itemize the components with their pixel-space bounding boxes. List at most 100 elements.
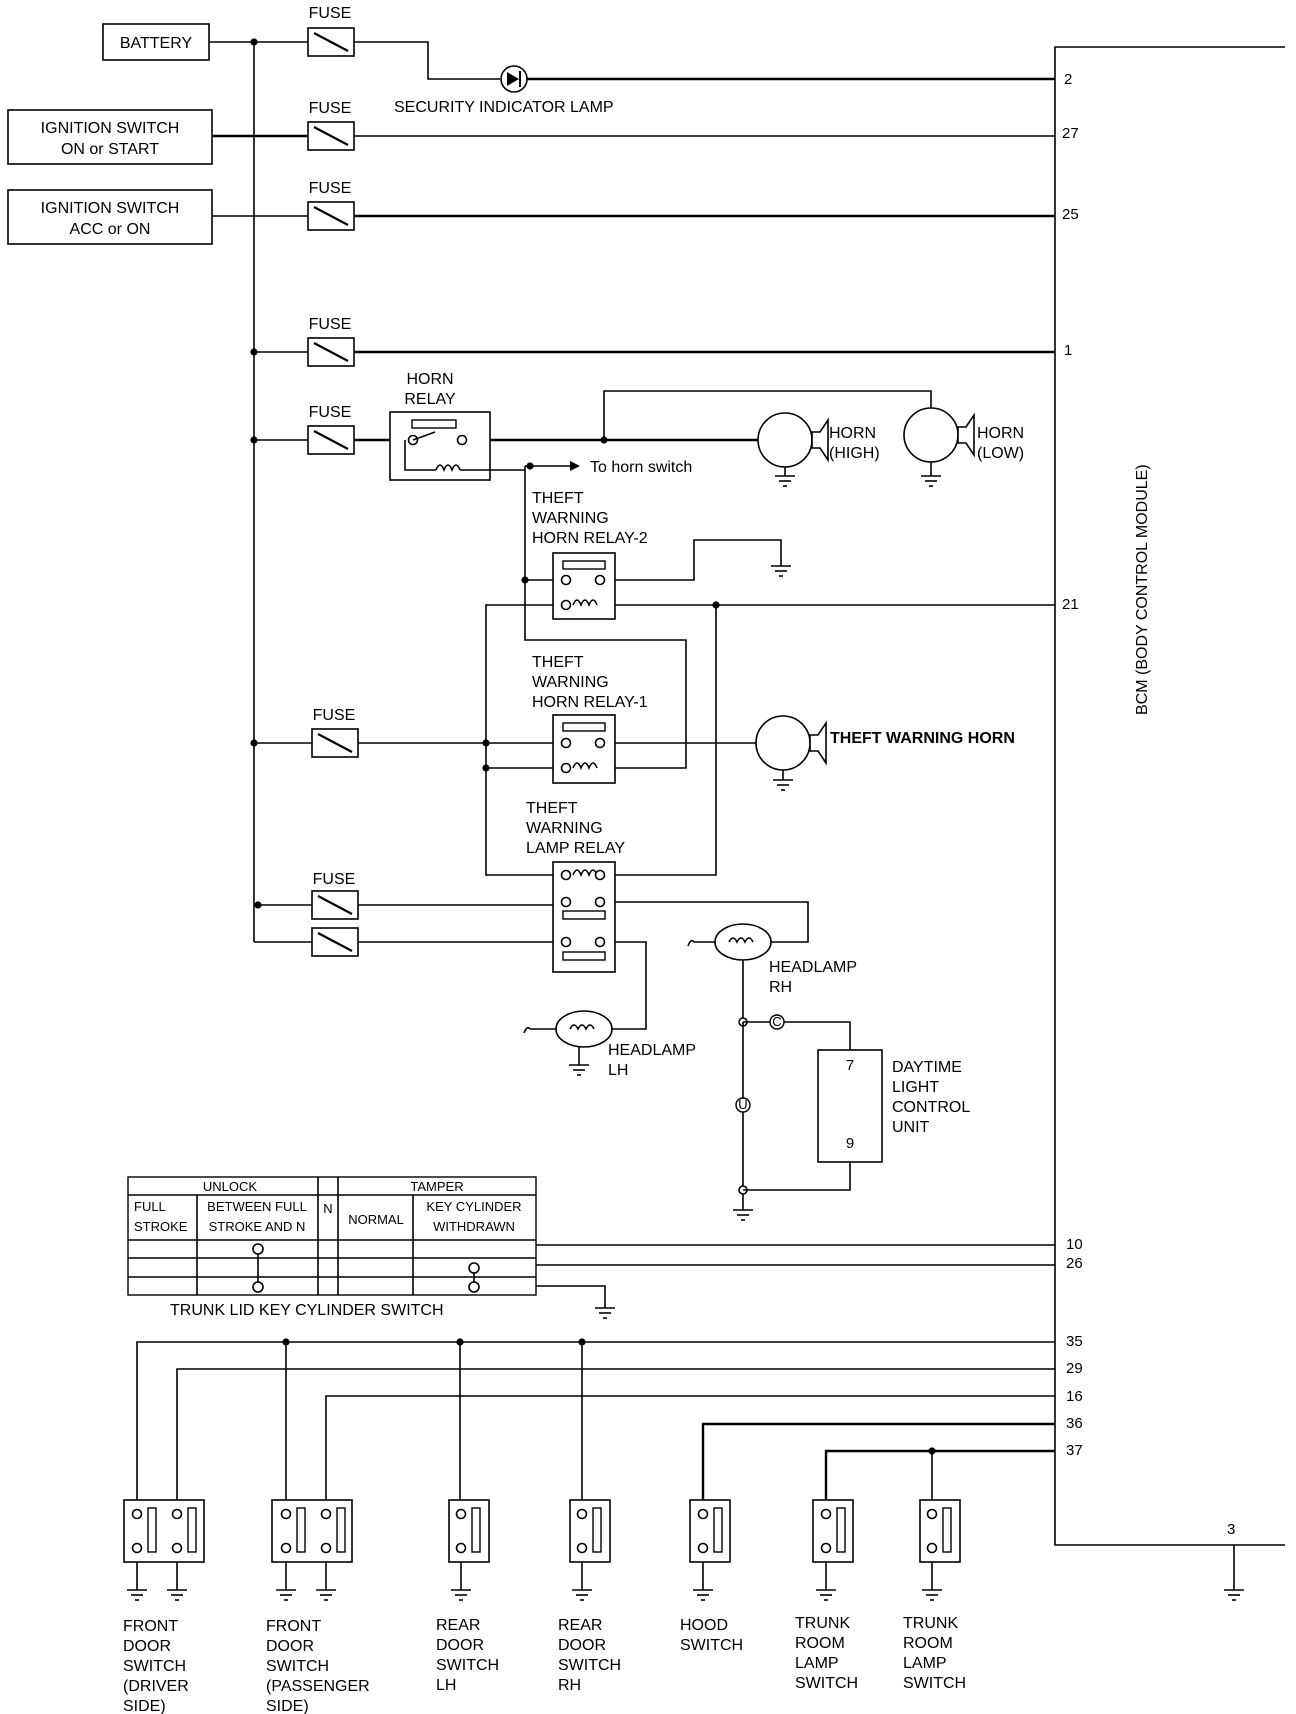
- svg-text:(PASSENGER: (PASSENGER: [266, 1678, 370, 1695]
- security-lamp-circuit: SECURITY INDICATOR LAMP: [354, 41, 1055, 116]
- battery-box: BATTERY: [102, 23, 210, 61]
- svg-text:WARNING: WARNING: [532, 674, 609, 691]
- svg-text:(HIGH): (HIGH): [829, 445, 880, 462]
- daytime-light-control-unit: 7 9 DAYTIME LIGHT CONTROL UNIT: [817, 1049, 970, 1163]
- svg-text:DOOR: DOOR: [123, 1638, 171, 1655]
- svg-text:(DRIVER: (DRIVER: [123, 1678, 189, 1695]
- bcm-pin-3: 3: [1227, 1521, 1235, 1538]
- fuse-7-circuit: FUSE: [258, 871, 809, 943]
- svg-text:SWITCH: SWITCH: [266, 1658, 329, 1675]
- ignition-switch-acc-on-box: IGNITION SWITCH ACC or ON: [7, 189, 213, 245]
- security-indicator-lamp-label: SECURITY INDICATOR LAMP: [394, 99, 614, 116]
- trunk-lid-key-cylinder-switch: UNLOCK N TAMPER FULL STROKE BETWEEN FULL…: [127, 1176, 1055, 1319]
- bcm-body-control-module: BCM (BODY CONTROL MODULE) 2 27 25 1 21 1…: [1054, 46, 1285, 1601]
- svg-text:RH: RH: [558, 1677, 581, 1694]
- theft-warning-lamp-relay: THEFT WARNING LAMP RELAY: [526, 800, 625, 973]
- battery-bus: [209, 38, 312, 943]
- svg-text:LH: LH: [608, 1062, 628, 1079]
- svg-text:To horn switch: To horn switch: [590, 459, 692, 476]
- svg-text:FULL: FULL: [134, 1199, 166, 1214]
- svg-text:(LOW): (LOW): [977, 445, 1024, 462]
- svg-text:FUSE: FUSE: [313, 707, 356, 724]
- svg-text:ON or START: ON or START: [61, 141, 159, 158]
- horn-low: HORN (LOW): [903, 407, 1024, 487]
- svg-text:HORN: HORN: [977, 425, 1024, 442]
- svg-text:BCM (BODY CONTROL MODULE): BCM (BODY CONTROL MODULE): [1134, 464, 1151, 715]
- svg-text:TRUNK: TRUNK: [903, 1615, 958, 1632]
- svg-text:DOOR: DOOR: [266, 1638, 314, 1655]
- rear-door-switch-rh: REAR DOOR SWITCH RH: [558, 1499, 621, 1694]
- fuse-4-circuit: FUSE: [254, 316, 1055, 368]
- svg-text:STROKE: STROKE: [134, 1219, 188, 1234]
- svg-text:9: 9: [846, 1135, 854, 1152]
- svg-text:HORN RELAY-1: HORN RELAY-1: [532, 694, 648, 711]
- switch-wires: [136, 1338, 1055, 1510]
- bcm-pin-37: 37: [1066, 1442, 1083, 1459]
- bcm-pin-2: 2: [1064, 71, 1072, 88]
- svg-text:7: 7: [846, 1057, 854, 1074]
- svg-text:FRONT: FRONT: [266, 1618, 321, 1635]
- svg-text:U: U: [738, 1097, 747, 1112]
- bcm-pin-27: 27: [1062, 125, 1079, 142]
- horn-circuit: FUSE: [254, 390, 932, 456]
- svg-text:NORMAL: NORMAL: [348, 1212, 404, 1227]
- svg-text:HORN: HORN: [406, 371, 453, 388]
- svg-text:WARNING: WARNING: [532, 510, 609, 527]
- svg-text:ROOM: ROOM: [903, 1635, 953, 1652]
- svg-text:FUSE: FUSE: [309, 404, 352, 421]
- svg-text:HORN: HORN: [829, 425, 876, 442]
- svg-text:FRONT: FRONT: [123, 1618, 178, 1635]
- svg-text:THEFT: THEFT: [532, 654, 584, 671]
- bcm-pin-26: 26: [1066, 1255, 1083, 1272]
- theft-warning-horn: THEFT WARNING HORN: [755, 715, 1015, 791]
- horn-high: HORN (HIGH): [757, 412, 880, 487]
- svg-text:THEFT: THEFT: [526, 800, 578, 817]
- trunk-room-lamp-switch-1: TRUNK ROOM LAMP SWITCH: [795, 1499, 858, 1692]
- svg-text:SWITCH: SWITCH: [680, 1637, 743, 1654]
- svg-text:THEFT: THEFT: [532, 490, 584, 507]
- svg-text:REAR: REAR: [436, 1617, 480, 1634]
- svg-text:ACC or ON: ACC or ON: [70, 221, 151, 238]
- svg-text:BETWEEN FULL: BETWEEN FULL: [207, 1199, 307, 1214]
- svg-text:TRUNK: TRUNK: [795, 1615, 850, 1632]
- fuse-8-circuit: [310, 926, 647, 1030]
- svg-text:LAMP: LAMP: [795, 1655, 839, 1672]
- svg-text:SWITCH: SWITCH: [123, 1658, 186, 1675]
- svg-text:RELAY: RELAY: [404, 391, 456, 408]
- svg-text:HEADLAMP: HEADLAMP: [608, 1042, 696, 1059]
- to-horn-switch: To horn switch: [525, 459, 692, 476]
- svg-text:DOOR: DOOR: [436, 1637, 484, 1654]
- ignition-switch-on-start-box: IGNITION SWITCH ON or START: [7, 109, 213, 165]
- bcm-pin-10: 10: [1066, 1236, 1083, 1253]
- svg-text:SIDE): SIDE): [266, 1698, 309, 1714]
- bcm-pin-25: 25: [1062, 206, 1079, 223]
- fuse-2-circuit: FUSE: [212, 100, 1055, 152]
- svg-text:TAMPER: TAMPER: [410, 1179, 463, 1194]
- svg-text:BATTERY: BATTERY: [120, 35, 193, 52]
- svg-text:CONTROL: CONTROL: [892, 1099, 970, 1116]
- bcm-pin-1: 1: [1064, 342, 1072, 359]
- svg-text:FUSE: FUSE: [309, 100, 352, 117]
- svg-text:SIDE): SIDE): [123, 1698, 166, 1714]
- svg-text:LH: LH: [436, 1677, 456, 1694]
- svg-text:SWITCH: SWITCH: [795, 1675, 858, 1692]
- rear-door-switch-lh: REAR DOOR SWITCH LH: [436, 1499, 499, 1694]
- svg-text:FUSE: FUSE: [309, 5, 352, 22]
- headlamp-rh: HEADLAMP RH C U: [687, 923, 857, 1221]
- svg-text:FUSE: FUSE: [309, 180, 352, 197]
- svg-text:HEADLAMP: HEADLAMP: [769, 959, 857, 976]
- theft-warning-horn-relay-1: THEFT WARNING HORN RELAY-1: [524, 580, 756, 784]
- svg-text:UNLOCK: UNLOCK: [203, 1179, 258, 1194]
- svg-text:IGNITION SWITCH: IGNITION SWITCH: [41, 200, 180, 217]
- svg-text:LAMP: LAMP: [903, 1655, 947, 1672]
- svg-text:WARNING: WARNING: [526, 820, 603, 837]
- svg-text:SWITCH: SWITCH: [436, 1657, 499, 1674]
- svg-text:IGNITION SWITCH: IGNITION SWITCH: [41, 120, 180, 137]
- fuse-3-circuit: FUSE: [212, 180, 1055, 232]
- horn-relay: HORN RELAY: [389, 371, 525, 481]
- svg-text:FUSE: FUSE: [309, 316, 352, 333]
- trunk-room-lamp-switch-2: TRUNK ROOM LAMP SWITCH: [903, 1499, 966, 1692]
- theft-warning-horn-relay-2: THEFT WARNING HORN RELAY-2: [521, 466, 1055, 620]
- svg-text:SWITCH: SWITCH: [903, 1675, 966, 1692]
